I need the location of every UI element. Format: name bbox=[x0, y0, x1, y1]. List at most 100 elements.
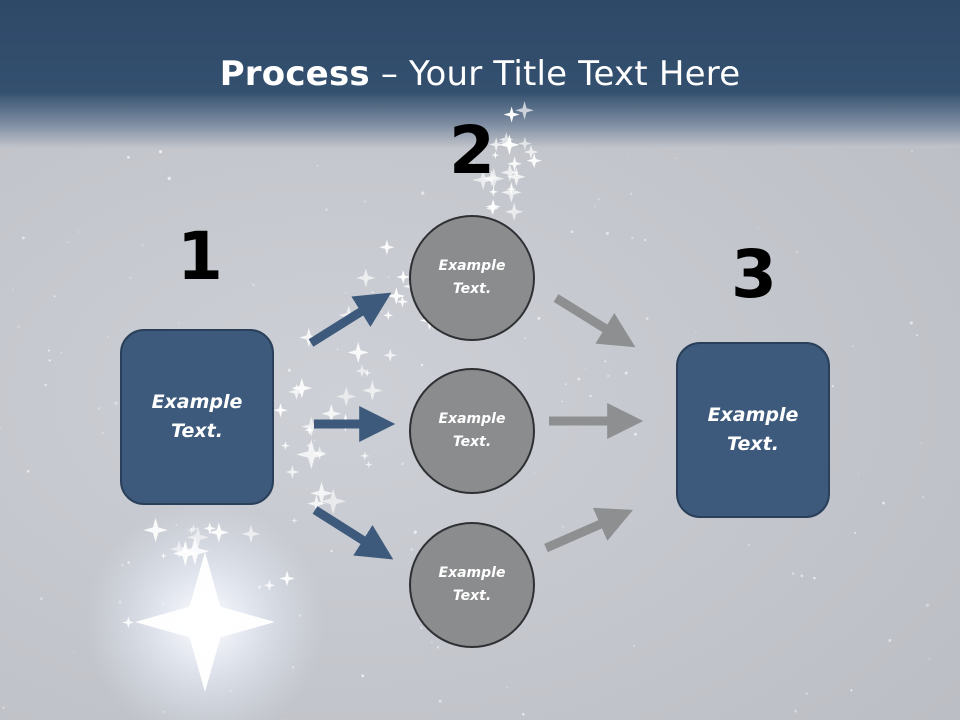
sparkle-star bbox=[362, 380, 383, 401]
background-speck bbox=[800, 574, 804, 578]
sparkle-star bbox=[355, 364, 369, 378]
background-speck bbox=[604, 360, 607, 363]
background-speck bbox=[911, 150, 913, 152]
background-speck bbox=[794, 709, 798, 713]
sparkle-star bbox=[203, 522, 216, 535]
step-2-circle-top-label: Example Text. bbox=[438, 258, 506, 297]
sparkle-star bbox=[192, 600, 213, 621]
background-speck bbox=[287, 368, 291, 372]
slide-title: Process – Your Title Text Here bbox=[0, 52, 960, 96]
sparkle-star bbox=[360, 451, 370, 461]
sparkle-star bbox=[301, 416, 322, 437]
sparkle-star bbox=[291, 377, 313, 399]
background-speck bbox=[178, 322, 180, 324]
background-speck bbox=[643, 238, 647, 242]
title-bold: Process bbox=[219, 54, 370, 94]
background-speck bbox=[0, 426, 2, 429]
sparkle-star bbox=[515, 101, 534, 120]
background-speck bbox=[48, 359, 51, 362]
background-speck bbox=[420, 363, 424, 367]
background-speck bbox=[537, 316, 541, 320]
background-speck bbox=[316, 165, 319, 167]
sparkle-star bbox=[347, 341, 369, 363]
background-speck bbox=[606, 374, 610, 378]
sparkle-star bbox=[122, 616, 135, 629]
background-speck bbox=[888, 638, 892, 642]
background-speck bbox=[605, 231, 609, 235]
background-speck bbox=[922, 496, 925, 499]
background-speck bbox=[629, 192, 633, 195]
step-2-circle-top: Example Text. bbox=[409, 215, 535, 341]
sparkle-star bbox=[285, 465, 300, 479]
arrow-bottom-to-3 bbox=[544, 507, 634, 553]
sparkle-star bbox=[263, 579, 276, 592]
sparkle-star bbox=[356, 268, 376, 288]
background-speck bbox=[645, 317, 649, 321]
sparkle-star bbox=[507, 156, 523, 172]
sparkle-star bbox=[169, 540, 189, 559]
sparkle-star bbox=[288, 383, 305, 400]
sparkle-star bbox=[187, 526, 196, 535]
sparkle-star bbox=[208, 522, 229, 543]
step-number-1: 1 bbox=[177, 218, 223, 295]
background-speck bbox=[524, 337, 526, 340]
background-speck bbox=[129, 276, 132, 279]
sparkle-star bbox=[396, 270, 411, 284]
background-speck bbox=[67, 241, 69, 243]
sparkle-star bbox=[483, 169, 500, 187]
background-speck bbox=[401, 462, 404, 466]
background-speck bbox=[39, 597, 44, 601]
sparkle-star bbox=[304, 425, 315, 435]
step-2-circle-bottom: Example Text. bbox=[409, 522, 535, 648]
sparkle-star bbox=[305, 442, 313, 449]
sparkle-star bbox=[172, 540, 198, 567]
background-speck bbox=[796, 250, 798, 253]
background-speck bbox=[330, 549, 333, 553]
sparkle-star bbox=[363, 369, 371, 377]
step-3-label: Example Text. bbox=[707, 404, 799, 455]
sparkle-star bbox=[336, 386, 357, 407]
sparkle-star bbox=[387, 287, 406, 305]
sparkle-star bbox=[364, 460, 373, 469]
sparkle-star bbox=[485, 199, 501, 215]
sparkle-star bbox=[143, 517, 168, 543]
background-speck bbox=[831, 385, 834, 388]
background-speck bbox=[627, 153, 629, 156]
step-2-circle-middle: Example Text. bbox=[409, 368, 535, 494]
background-speck bbox=[44, 383, 48, 387]
background-speck bbox=[47, 349, 50, 352]
background-speck bbox=[564, 383, 567, 386]
background-speck bbox=[413, 530, 417, 534]
sparkle-star bbox=[518, 136, 532, 151]
background-speck bbox=[561, 525, 565, 528]
background-speck bbox=[748, 544, 750, 546]
background-speck bbox=[336, 348, 339, 351]
background-speck bbox=[925, 603, 929, 607]
background-speck bbox=[22, 236, 25, 240]
sparkle-star bbox=[472, 169, 494, 191]
step-number-2: 2 bbox=[449, 112, 495, 189]
step-1-label: Example Text. bbox=[151, 391, 243, 442]
background-speck bbox=[436, 645, 440, 649]
background-speck bbox=[12, 289, 14, 291]
sparkle-star bbox=[523, 144, 539, 160]
background-speck bbox=[882, 501, 885, 505]
step-2-circle-middle-label: Example Text. bbox=[438, 411, 506, 450]
sparkle-star bbox=[491, 151, 500, 159]
background-speck bbox=[73, 651, 75, 653]
sparkle-star bbox=[498, 132, 514, 147]
background-speck bbox=[850, 689, 853, 692]
sparkle-star bbox=[279, 570, 295, 587]
background-speck bbox=[624, 371, 628, 375]
background-speck bbox=[410, 548, 414, 551]
background-speck bbox=[141, 244, 144, 247]
sparkle-star bbox=[506, 184, 517, 195]
background-speck bbox=[594, 206, 596, 208]
background-speck bbox=[2, 706, 5, 709]
sparkle-star bbox=[310, 481, 334, 505]
sparkle-star bbox=[468, 161, 480, 173]
background-speck bbox=[857, 473, 860, 475]
